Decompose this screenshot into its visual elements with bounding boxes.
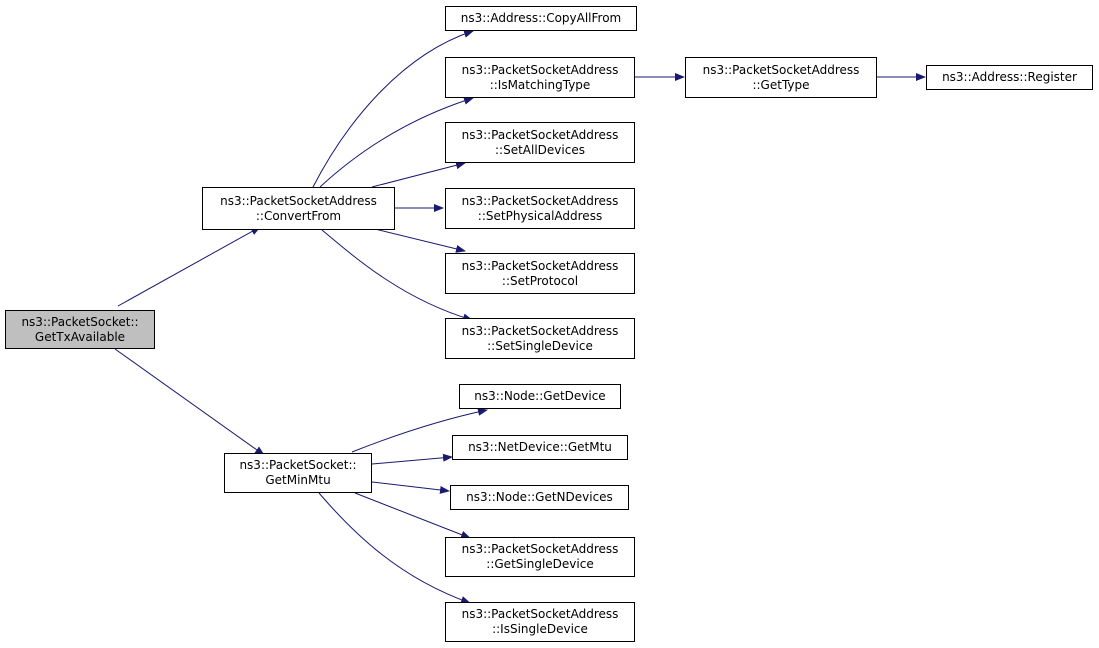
node-label-line: GetTxAvailable [34,329,126,344]
node-label-line: ns3::Node::GetNDevices [466,490,613,504]
node-label-line: ns3::PacketSocketAddress [461,607,619,621]
node-label-line: ns3::PacketSocketAddress [702,62,860,77]
node-packetsocketaddress-setsingledevice[interactable]: ns3::PacketSocketAddress ::SetSingleDevi… [445,318,635,359]
node-label-line: ns3::PacketSocketAddress [461,323,619,338]
edge-root-to-convert-from [117,226,261,307]
node-packetsocket-getminmtu[interactable]: ns3::PacketSocket:: GetMinMtu [224,453,372,493]
edge-convert-from-to-is-matching-type [319,96,474,188]
node-label-line: ns3::PacketSocket:: [21,314,139,329]
node-label-line: ns3::PacketSocketAddress [461,258,619,273]
node-label-line: ns3::Address::Register [942,70,1077,84]
node-label-line: ns3::Address::CopyAllFrom [460,11,622,25]
node-label-line: ns3::Node::GetDevice [474,389,606,403]
node-label-line: ns3::PacketSocketAddress [461,127,619,142]
node-netdevice-getmtu[interactable]: ns3::NetDevice::GetMtu [452,435,628,460]
node-address-copyallfrom[interactable]: ns3::Address::CopyAllFrom [445,6,637,31]
node-label-line: ::SetSingleDevice [487,338,593,353]
node-label-line: ::SetPhysicalAddress [477,208,603,223]
node-label-line: GetMinMtu [265,473,331,487]
node-label-line: ns3::PacketSocketAddress [461,62,619,77]
node-label-line: ::SetAllDevices [495,142,585,157]
node-packetsocketaddress-getsingledevice[interactable]: ns3::PacketSocketAddress ::GetSingleDevi… [445,537,635,577]
edge-root-to-get-min-mtu [114,348,265,456]
node-packetsocket-gettxavailable[interactable]: ns3::PacketSocket:: GetTxAvailable [5,310,155,349]
node-label-line: ::IsMatchingType [489,77,591,92]
edge-convert-from-to-set-protocol [374,228,466,253]
edge-convert-from-to-set-all-devices [371,161,466,188]
node-node-getdevice[interactable]: ns3::Node::GetDevice [459,384,621,409]
node-packetsocketaddress-convertfrom[interactable]: ns3::PacketSocketAddress ::ConvertFrom [202,187,395,230]
node-label-line: ::SetProtocol [501,273,579,288]
node-packetsocketaddress-gettype[interactable]: ns3::PacketSocketAddress ::GetType [685,57,877,98]
node-label-line: ns3::PacketSocketAddress [461,542,619,556]
node-packetsocketaddress-issingledevice[interactable]: ns3::PacketSocketAddress ::IsSingleDevic… [445,602,635,642]
node-label-line: ::IsSingleDevice [492,622,588,636]
edge-get-min-mtu-to-node-get-n-devices [371,481,450,494]
edge-convert-from-to-copy-all-from [312,30,474,188]
node-label-line: ::GetType [752,77,810,92]
node-packetsocketaddress-ismatchingtype[interactable]: ns3::PacketSocketAddress ::IsMatchingTyp… [445,57,635,98]
node-label-line: ns3::PacketSocketAddress [461,193,619,208]
node-packetsocketaddress-setalldevices[interactable]: ns3::PacketSocketAddress ::SetAllDevices [445,122,635,163]
node-label-line: ns3::NetDevice::GetMtu [468,440,612,454]
node-packetsocketaddress-setprotocol[interactable]: ns3::PacketSocketAddress ::SetProtocol [445,253,635,294]
node-label-line: ::ConvertFrom [255,208,342,223]
edge-get-min-mtu-to-node-get-device [351,407,488,453]
node-node-getndevices[interactable]: ns3::Node::GetNDevices [450,485,629,510]
edge-get-min-mtu-to-is-single-device [318,492,471,604]
edge-get-min-mtu-to-netdevice-get-mtu [371,453,453,465]
edge-get-min-mtu-to-get-single-device [354,492,471,539]
node-label-line: ::GetSingleDevice [486,557,594,571]
node-label-line: ns3::PacketSocket:: [239,458,357,472]
node-address-register[interactable]: ns3::Address::Register [926,65,1093,90]
node-label-line: ns3::PacketSocketAddress [220,193,377,208]
edge-convert-from-to-set-single-device [321,229,473,322]
node-packetsocketaddress-setphysicaladdress[interactable]: ns3::PacketSocketAddress ::SetPhysicalAd… [445,188,635,229]
